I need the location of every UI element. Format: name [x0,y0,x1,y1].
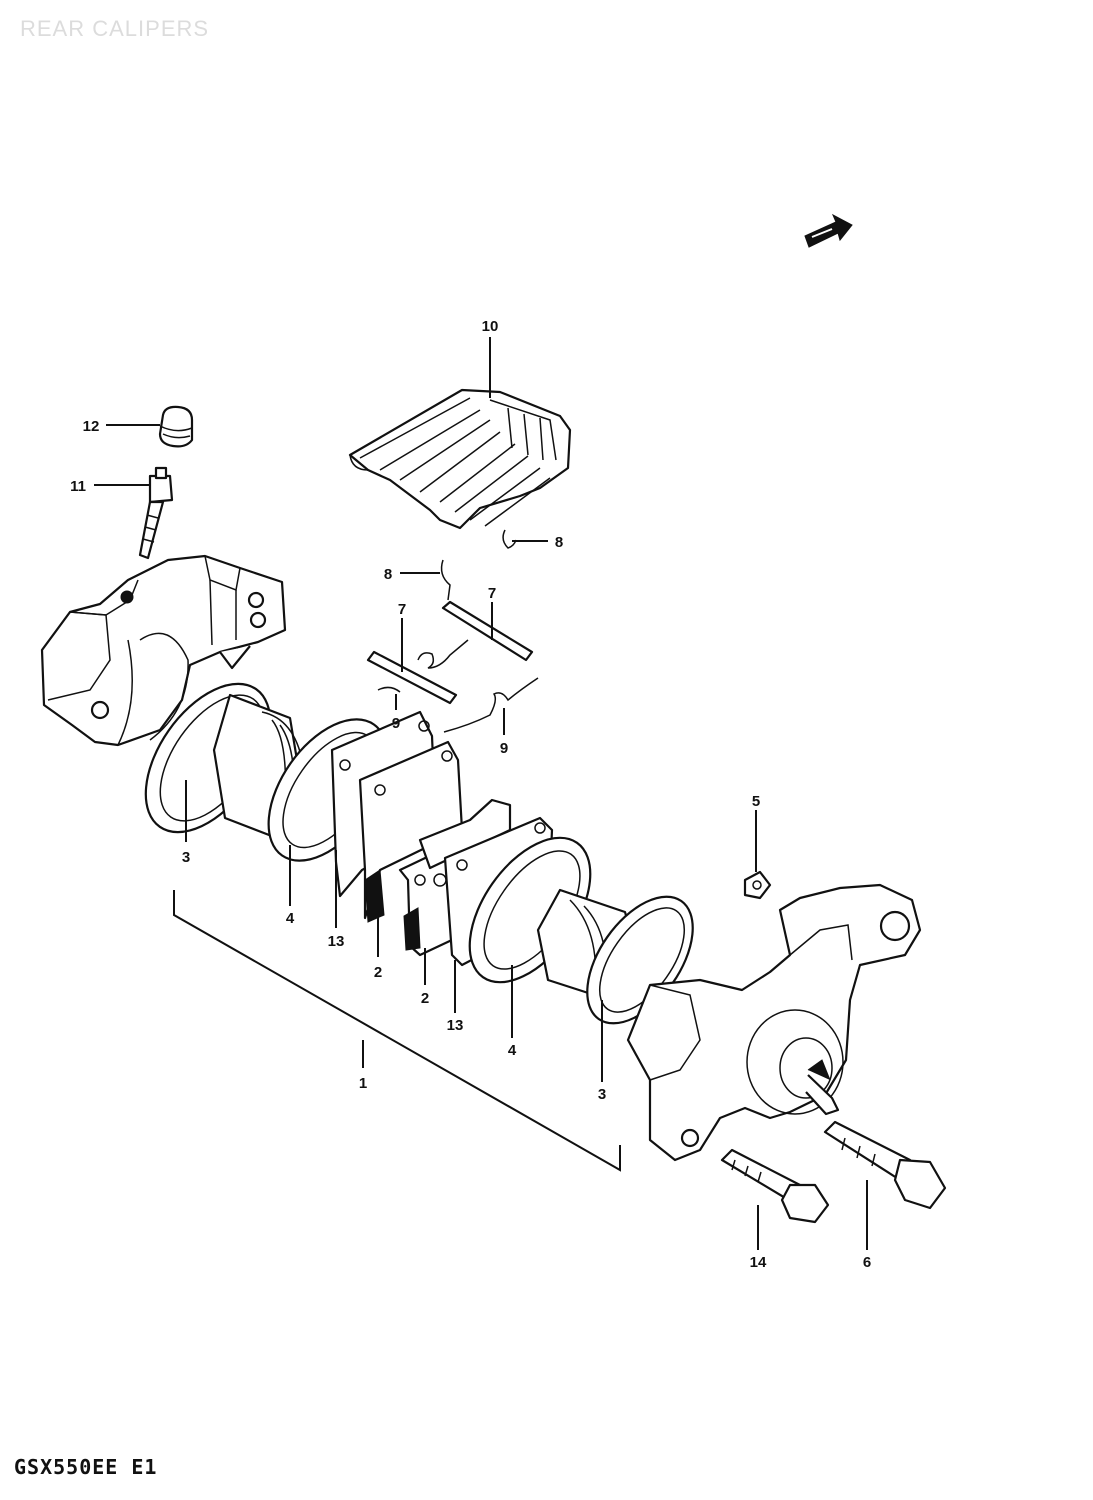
pad-cover-part [348,388,572,530]
right-caliper-half [626,883,922,1162]
callout-4a: 4 [286,910,295,927]
callout-11: 11 [70,478,86,495]
pad-pin-lower-part [366,650,458,705]
callout-6: 6 [863,1254,871,1271]
callout-13a: 13 [328,933,345,950]
brake-pad-left-part [358,740,464,923]
mounting-bolt-part [823,1120,947,1210]
callout-12: 12 [83,418,100,435]
callout-8a: 8 [384,566,392,583]
callout-3a: 3 [182,849,190,866]
pad-spring-part [418,798,512,887]
left-caliper-half [40,554,287,747]
callout-labels: 1 2 2 3 3 4 4 5 6 7 7 8 8 9 9 10 11 12 1… [70,318,871,1271]
bleeder-valve-part [138,466,174,560]
callout-9b: 9 [500,740,508,757]
spring-clip-right-part [443,677,539,733]
pad-pin-upper-part [441,600,534,662]
caliper-bolt-part [720,1148,830,1224]
callout-8b: 8 [555,534,563,551]
callout-9a: 9 [392,715,400,732]
model-code: GSX550EE E1 [14,1455,158,1479]
callout-10: 10 [482,318,499,335]
callout-5: 5 [752,793,760,810]
callout-13b: 13 [447,1017,464,1034]
bleeder-cap-part [158,405,194,448]
callout-2b: 2 [421,990,429,1007]
callout-14: 14 [750,1254,767,1271]
diagram-title: REAR CALIPERS [20,16,210,41]
spring-clip-left-part [377,639,469,693]
leader-lines [94,337,868,1250]
nut-part [743,870,772,900]
callout-1: 1 [359,1075,367,1092]
callout-7b: 7 [488,585,496,602]
callout-2a: 2 [374,964,382,981]
pin-clip-upper-part [502,529,517,549]
piston-seal-right-part [586,895,694,1025]
callout-7a: 7 [398,601,406,618]
callout-3b: 3 [598,1086,606,1103]
pin-clip-lower-part [440,559,451,601]
front-direction-arrow-icon [804,213,853,248]
callout-4b: 4 [508,1042,517,1059]
